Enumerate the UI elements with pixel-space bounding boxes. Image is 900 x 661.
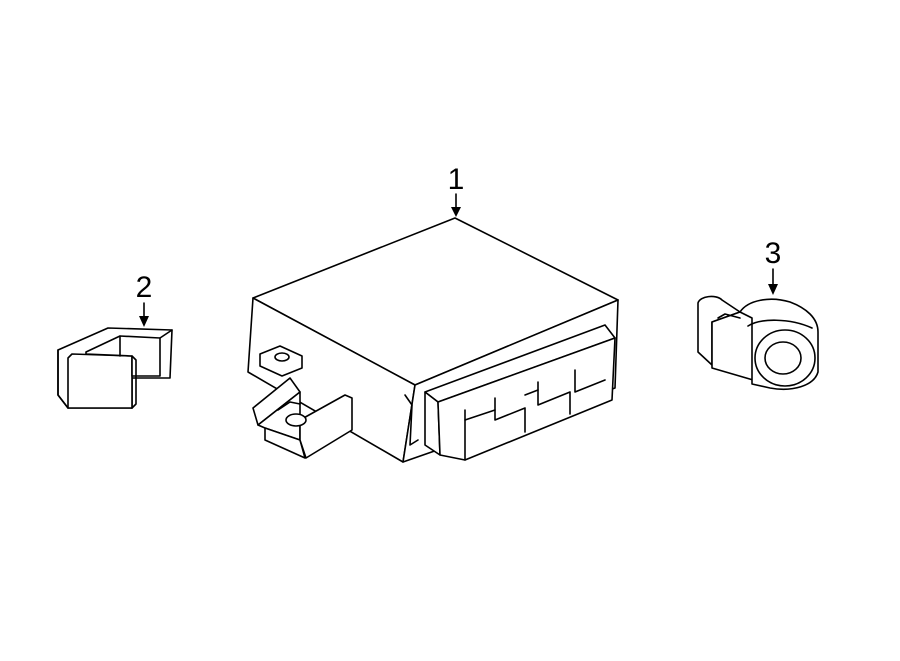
callout-2: 2 [136, 271, 153, 327]
callout-1-label: 1 [448, 163, 465, 196]
callout-3: 3 [765, 237, 782, 295]
callout-2-label: 2 [136, 271, 153, 304]
callout-3-label: 3 [765, 237, 782, 270]
callout-1-arrowhead [451, 207, 461, 217]
callout-2-arrowhead [139, 316, 149, 327]
callout-3-arrowhead [768, 284, 778, 295]
bracket-clip [57, 327, 173, 409]
park-assist-sensor [697, 295, 819, 390]
callout-1: 1 [448, 163, 465, 217]
control-module [247, 217, 619, 463]
